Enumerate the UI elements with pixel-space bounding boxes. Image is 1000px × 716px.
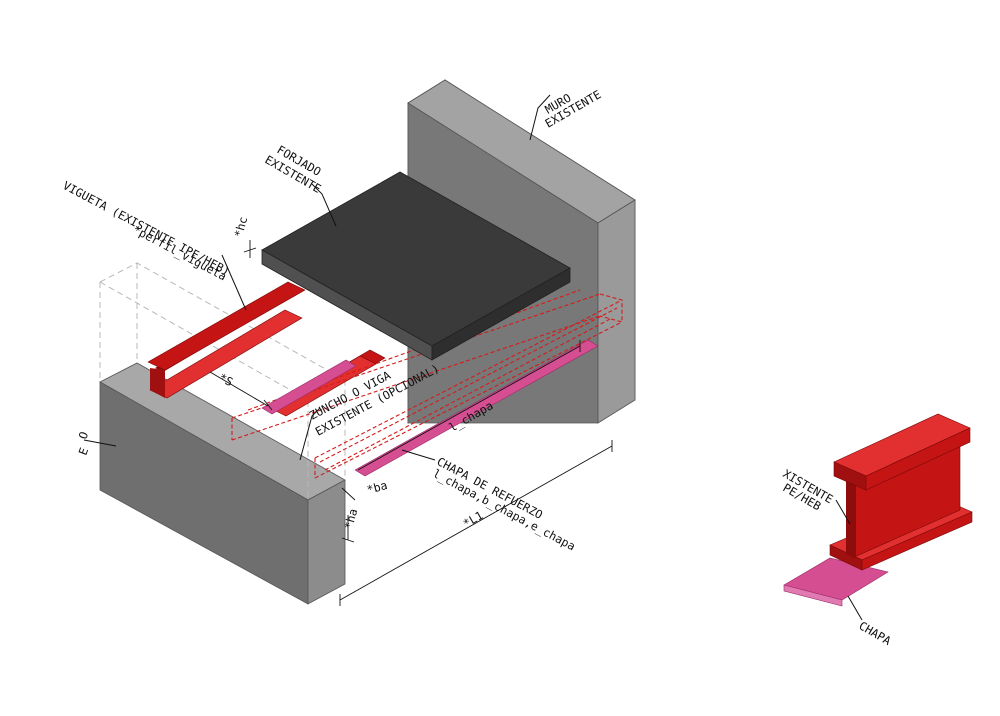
label-dim-ba: *ba — [365, 478, 389, 497]
chapa-refuerzo — [354, 339, 599, 477]
detail-top-flange-side — [865, 427, 971, 491]
label-vigueta-2: *perfil_vigueta — [131, 222, 229, 283]
dimension-lines — [209, 240, 613, 606]
detail-web-front — [846, 480, 856, 558]
detail-leader-perfil — [835, 499, 851, 525]
muro-right-face — [597, 199, 636, 424]
vigueta-back-top — [147, 281, 306, 371]
left-wall — [99, 362, 346, 605]
detail-leader-chapa — [847, 595, 863, 621]
chapa-refuerzo-back — [261, 359, 357, 415]
label-detail-chapa: CHAPA — [857, 618, 894, 647]
label-left-wall-1: O — [76, 430, 92, 441]
label-dim-hc: *hc — [231, 215, 250, 239]
label-left-wall-2: E — [76, 446, 92, 457]
label-dim-l1: *L1 — [461, 508, 486, 531]
left-wall-side — [307, 479, 346, 605]
label-chapa-2: l_chapa,b_chapa,e_chapa — [431, 466, 578, 553]
leader-lines — [83, 94, 551, 461]
vigueta-beams — [147, 281, 386, 417]
label-dim-ha: *ha — [341, 507, 360, 531]
forjado-existente — [261, 171, 571, 361]
detail-bottom-flange-side — [861, 511, 973, 571]
forjado-edge-right — [431, 267, 571, 361]
vigueta-back-end — [150, 368, 165, 398]
detail-perfil: XISTENTE PE/HEB CHAPA — [781, 413, 973, 648]
detail-chapa-edge — [783, 584, 843, 607]
label-dim-s: *S — [217, 370, 236, 389]
